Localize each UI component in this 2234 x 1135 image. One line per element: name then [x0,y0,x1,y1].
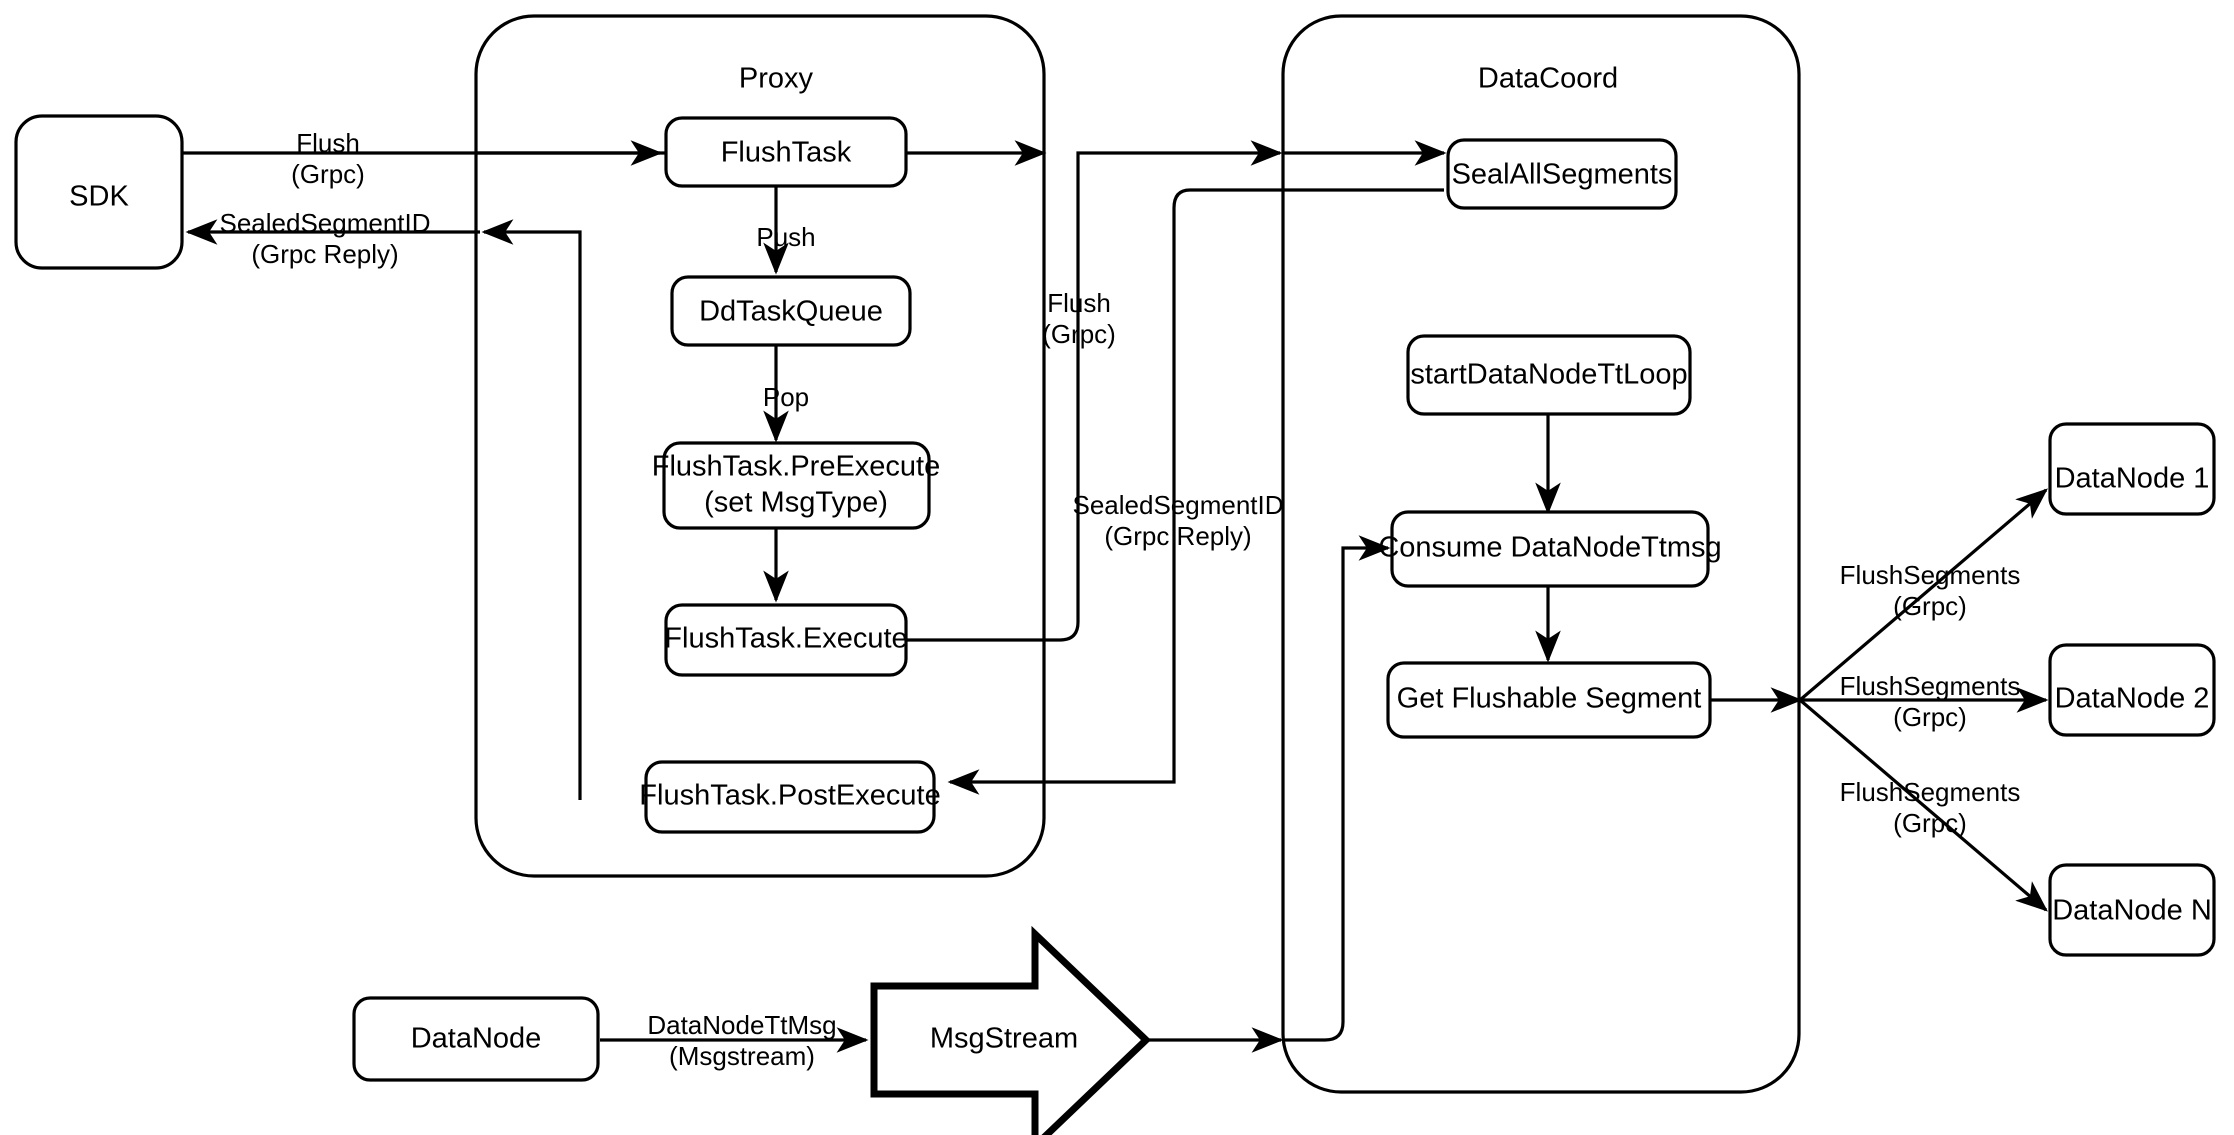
edge-label-flushsegments-1: FlushSegments (Grpc) [1840,560,2021,621]
node-datanode-1[interactable]: DataNode 1 [2048,422,2216,516]
sdk-box[interactable] [14,114,184,270]
node-ddtaskqueue[interactable]: DdTaskQueue [670,275,912,347]
datacoord-title: DataCoord [1478,63,1618,95]
proxy-container [474,14,1046,878]
sealedsegmentid-line1: SealedSegmentID [219,208,430,238]
datanode-1-label: DataNode 1 [2055,463,2210,495]
node-get-flushable-segment[interactable]: Get Flushable Segment [1386,661,1712,739]
msgstream-arrow-shape[interactable] [870,925,1152,1135]
edge-label-flush-grpc-sdk: Flush (Grpc) [291,128,365,189]
startdatanodettloop-label: startDataNodeTtLoop [1410,359,1687,391]
datanode-2-box[interactable] [2048,643,2216,737]
flush-coord-line1: Flush [1047,288,1111,318]
edge-sealallsegments-to-postexecute [947,188,1444,795]
node-consume-datanodettmsg[interactable]: Consume DataNodeTtmsg [1378,510,1722,588]
startdatanodettloop-box[interactable] [1406,334,1692,416]
edge-label-sealedsegmentid-sdk: SealedSegmentID (Grpc Reply) [219,208,430,269]
sealallsegments-label: SealAllSegments [1452,159,1673,191]
datacoord-container [1281,14,1801,1094]
edge-fanout-to-datanode-n [1798,698,2048,912]
preexecute-box[interactable] [662,441,931,530]
edge-label-push: Push [756,222,815,252]
flushtask-label: FlushTask [721,137,852,169]
datanode-source-label: DataNode [411,1023,542,1055]
get-flushable-segment-box[interactable] [1386,661,1712,739]
flushsegments-n-line2: (Grpc) [1893,808,1967,838]
flush-grpc-line1: Flush [296,128,360,158]
datanodettmsg-line1: DataNodeTtMsg [647,1010,836,1040]
edge-label-flush-grpc-coord: Flush (Grpc) [1042,288,1116,349]
flushsegments-2-line1: FlushSegments [1840,671,2021,701]
ddtaskqueue-label: DdTaskQueue [699,296,883,328]
msgstream-label: MsgStream [930,1023,1078,1055]
edge-execute-to-datacoord [905,140,1283,642]
sealedsegmentid-line2: (Grpc Reply) [251,239,398,269]
node-flushtask-postexecute[interactable]: FlushTask.PostExecute [639,760,941,834]
edge-msgstream-into-consume [1283,535,1391,1042]
sealedsegmentid-coord-line2: (Grpc Reply) [1104,521,1251,551]
node-sdk[interactable]: SDK [14,114,184,270]
sdk-label: SDK [69,181,129,213]
sealallsegments-box[interactable] [1446,138,1678,210]
node-datanode-n[interactable]: DataNode N [2048,863,2216,957]
datanode-n-label: DataNode N [2052,895,2212,927]
datanodettmsg-line2: (Msgstream) [669,1041,815,1071]
consume-datanodettmsg-box[interactable] [1390,510,1710,588]
datanode-source-box[interactable] [352,996,600,1082]
node-flushtask-preexecute[interactable]: FlushTask.PreExecute (set MsgType) [652,441,941,530]
edge-label-sealedsegmentid-coord: SealedSegmentID (Grpc Reply) [1072,490,1283,551]
execute-label: FlushTask.Execute [664,623,907,655]
node-sealallsegments[interactable]: SealAllSegments [1446,138,1678,210]
node-flushtask[interactable]: FlushTask [664,116,908,188]
postexecute-label: FlushTask.PostExecute [639,780,940,812]
preexecute-label-line1: FlushTask.PreExecute [652,451,941,483]
flushsegments-2-line2: (Grpc) [1893,702,1967,732]
edge-label-datanodettmsg: DataNodeTtMsg (Msgstream) [647,1010,836,1071]
edge-label-flushsegments-2: FlushSegments (Grpc) [1840,671,2021,732]
flushtask-box[interactable] [664,116,908,188]
ddtaskqueue-box[interactable] [670,275,912,347]
flushsegments-n-line1: FlushSegments [1840,777,2021,807]
datanode-1-box[interactable] [2048,422,2216,516]
consume-datanodettmsg-label: Consume DataNodeTtmsg [1378,532,1721,564]
datanode-2-label: DataNode 2 [2055,683,2210,715]
node-msgstream[interactable]: MsgStream [870,925,1152,1135]
group-proxy: Proxy [474,14,1046,878]
edge-postexecute-to-proxy-border [481,219,582,800]
sealedsegmentid-coord-line1: SealedSegmentID [1072,490,1283,520]
flushsegments-1-line2: (Grpc) [1893,591,1967,621]
group-datacoord: DataCoord [1281,14,1801,1094]
postexecute-box[interactable] [644,760,936,834]
flush-coord-line2: (Grpc) [1042,319,1116,349]
execute-box[interactable] [664,603,908,677]
flushsegments-1-line1: FlushSegments [1840,560,2021,590]
edge-fanout-to-datanode-1 [1798,488,2048,702]
node-startdatanodettloop[interactable]: startDataNodeTtLoop [1406,334,1692,416]
flush-grpc-line2: (Grpc) [291,159,365,189]
proxy-title: Proxy [739,63,814,95]
node-flushtask-execute[interactable]: FlushTask.Execute [664,603,908,677]
datanode-n-box[interactable] [2048,863,2216,957]
preexecute-label-line2: (set MsgType) [704,487,888,519]
edge-label-pop: Pop [763,382,809,412]
get-flushable-segment-label: Get Flushable Segment [1397,683,1702,715]
node-datanode-2[interactable]: DataNode 2 [2048,643,2216,737]
node-datanode-source[interactable]: DataNode [352,996,600,1082]
edge-label-flushsegments-n: FlushSegments (Grpc) [1840,777,2021,838]
